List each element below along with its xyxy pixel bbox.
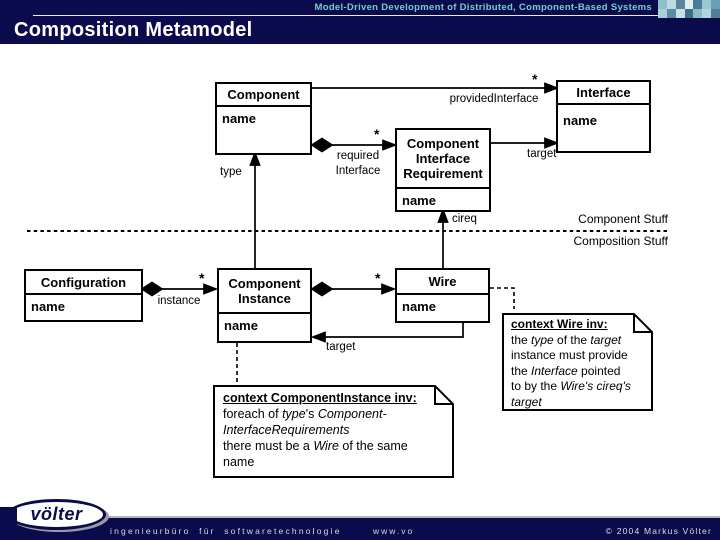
note-line: target xyxy=(511,394,542,409)
class-attribute: name xyxy=(563,113,597,128)
logo-cell xyxy=(658,0,667,9)
label-component-stuff: Component Stuff xyxy=(578,212,668,226)
header-bar: Model-Driven Development of Distributed,… xyxy=(0,0,720,44)
logo-cell xyxy=(693,0,703,9)
assoc-cireq xyxy=(437,207,449,268)
footer-copyright: © 2004 Markus Völter xyxy=(605,526,712,536)
voelter-logo-square xyxy=(0,507,17,527)
footer-url: www.vo xyxy=(373,526,415,536)
assoc-ci-wire xyxy=(310,281,397,297)
class-attribute: name xyxy=(224,318,258,333)
label-cireq: cireq xyxy=(452,213,477,225)
note-anchor-wire xyxy=(490,287,515,309)
multiplicity-required: * xyxy=(374,126,380,142)
class-attribute: name xyxy=(402,193,436,208)
assoc-provided-interface xyxy=(312,82,560,94)
note-line: name xyxy=(223,455,255,469)
footer-bar xyxy=(0,518,720,540)
label-target-cir: target xyxy=(527,148,557,160)
footer-divider xyxy=(0,516,720,518)
page-title: Composition Metamodel xyxy=(14,19,253,41)
label-instance: instance xyxy=(157,295,201,307)
label-composition-stuff: Composition Stuff xyxy=(573,234,669,248)
note-title: context ComponentInstance inv: xyxy=(223,391,417,405)
logo-cell xyxy=(666,0,676,9)
class-interface: Interface name xyxy=(556,80,651,153)
arrowhead-icon xyxy=(203,283,219,295)
class-component-instance: Component Instance name xyxy=(217,268,312,343)
assoc-cir-target xyxy=(491,137,560,149)
note-wire-invariant: context Wire inv: the type of the target… xyxy=(502,311,655,411)
composition-diamond-icon xyxy=(310,281,334,297)
note-component-instance-invariant: context ComponentInstance inv: foreach o… xyxy=(213,383,456,478)
assoc-type xyxy=(249,150,261,268)
composition-diamond-icon xyxy=(140,281,164,297)
class-component: Component name xyxy=(215,82,312,155)
arrowhead-icon xyxy=(437,207,449,223)
note-line: the type of the target xyxy=(511,332,622,347)
note-line: instance must provide xyxy=(511,348,628,362)
multiplicity-wire: * xyxy=(375,270,381,286)
multiplicity-provided: * xyxy=(532,71,538,87)
corner-logo xyxy=(658,0,720,18)
class-title: Component Interface Requirement xyxy=(397,130,489,189)
assoc-required-interface xyxy=(310,137,398,153)
note-line: foreach of type's Component- xyxy=(223,407,387,421)
arrowhead-icon xyxy=(381,283,397,295)
class-configuration: Configuration name xyxy=(24,269,143,322)
logo-cell xyxy=(675,0,685,9)
logo-cell xyxy=(675,9,685,18)
presentation-title: Model-Driven Development of Distributed,… xyxy=(314,2,652,13)
arrowhead-icon xyxy=(544,82,560,94)
class-title: Component Instance xyxy=(219,270,310,314)
class-wire: Wire name xyxy=(395,268,490,323)
note-title: context Wire inv: xyxy=(511,317,608,331)
label-provided-interface: providedInterface xyxy=(449,93,539,105)
note-line: the Interface pointed xyxy=(511,363,621,378)
note-line: to by the Wire's cireq's xyxy=(511,379,631,393)
arrowhead-icon xyxy=(310,331,326,343)
footer-tagline: ingenieurbüro für softwaretechnologie xyxy=(110,526,342,536)
note-fold-icon xyxy=(434,383,456,405)
class-title: Component xyxy=(217,84,310,107)
class-attribute: name xyxy=(222,111,256,126)
class-attribute: name xyxy=(31,299,65,314)
class-title: Interface xyxy=(558,82,649,105)
voelter-logo-text: völter xyxy=(30,504,83,524)
note-line: there must be a Wire of the same xyxy=(223,439,408,453)
arrowhead-icon xyxy=(382,139,398,151)
voelter-logo: völter xyxy=(7,499,106,530)
arrowhead-icon xyxy=(249,150,261,166)
logo-cell xyxy=(658,9,667,18)
label-type: type xyxy=(220,166,242,178)
header-divider xyxy=(33,15,720,16)
class-component-interface-requirement: Component Interface Requirement name xyxy=(395,128,491,212)
logo-cell xyxy=(702,9,712,18)
logo-cell xyxy=(684,9,694,18)
logo-cell xyxy=(666,9,676,18)
logo-cell xyxy=(693,9,703,18)
logo-cell xyxy=(684,0,694,9)
class-title: Wire xyxy=(397,270,488,295)
logo-cell xyxy=(711,0,720,9)
assoc-instance xyxy=(140,281,219,297)
class-title: Configuration xyxy=(26,271,141,295)
note-line: InterfaceRequirements xyxy=(223,423,350,437)
label-target-wire: target xyxy=(326,341,356,353)
arrowhead-icon xyxy=(544,137,560,149)
logo-cell xyxy=(711,9,720,18)
logo-cell xyxy=(702,0,712,9)
multiplicity-instance: * xyxy=(199,270,205,286)
assoc-wire-target xyxy=(310,321,464,343)
class-attribute: name xyxy=(402,299,436,314)
label-required-interface: required Interface xyxy=(335,150,381,177)
note-fold-icon xyxy=(633,311,655,333)
